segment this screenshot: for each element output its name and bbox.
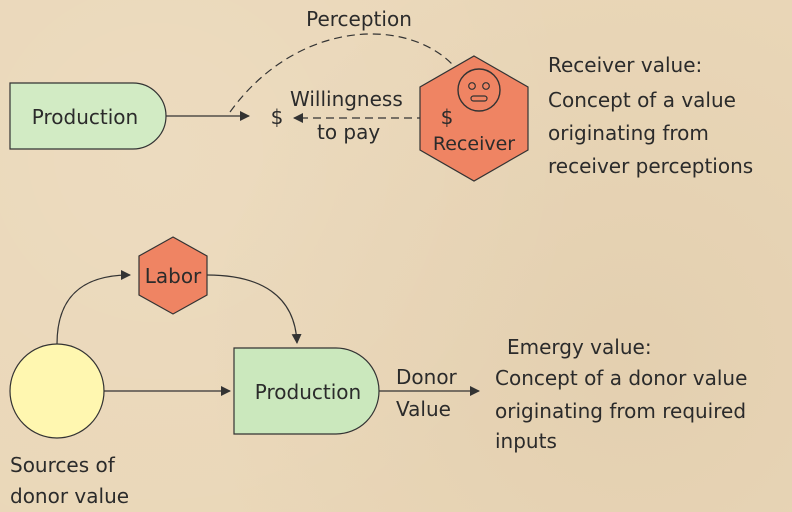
source-to-labor-arrow: [56, 270, 131, 345]
value-label: Value: [396, 397, 451, 421]
receiver-label: Receiver: [433, 133, 515, 155]
labor-hexagon: [138, 236, 208, 315]
perception-label: Perception: [306, 7, 412, 31]
sources-caption-line1: Sources of: [10, 453, 116, 477]
top-section: Production $ Willingness to pay Percepti…: [9, 7, 753, 182]
emergy-note-line2: Concept of a donor value: [495, 366, 747, 390]
emergy-note-line3: originating from required: [495, 399, 746, 423]
sources-caption-line2: donor value: [10, 484, 129, 508]
labor-label: Labor: [145, 264, 202, 288]
emergy-note-line1: Emergy value:: [507, 335, 652, 359]
receiver-note-line3: originating from: [548, 121, 709, 145]
bottom-production-label: Production: [255, 380, 361, 404]
face-icon: [457, 68, 501, 112]
receiver-note-line1: Receiver value:: [548, 53, 702, 77]
receiver-note-line2: Concept of a value: [548, 88, 736, 112]
bottom-production-shape: [233, 347, 380, 435]
receiver-hexagon: [419, 55, 529, 182]
donor-label: Donor: [396, 365, 458, 389]
emergy-note-line4: inputs: [495, 429, 557, 453]
bottom-section: Labor Production Donor Value Emergy valu…: [9, 236, 747, 508]
top-production-shape: [9, 82, 167, 150]
labor-to-production-arrow: [206, 274, 302, 344]
dollar-sign-left: $: [271, 105, 284, 129]
willingness-label-line1: Willingness: [290, 87, 403, 111]
willingness-label-line2: to pay: [317, 120, 380, 144]
dollar-sign-receiver: $: [441, 105, 454, 129]
receiver-note-line4: receiver perceptions: [548, 154, 753, 178]
perception-dashed-arrow: [229, 33, 463, 113]
source-circle: [9, 343, 105, 439]
top-production-label: Production: [32, 105, 138, 129]
